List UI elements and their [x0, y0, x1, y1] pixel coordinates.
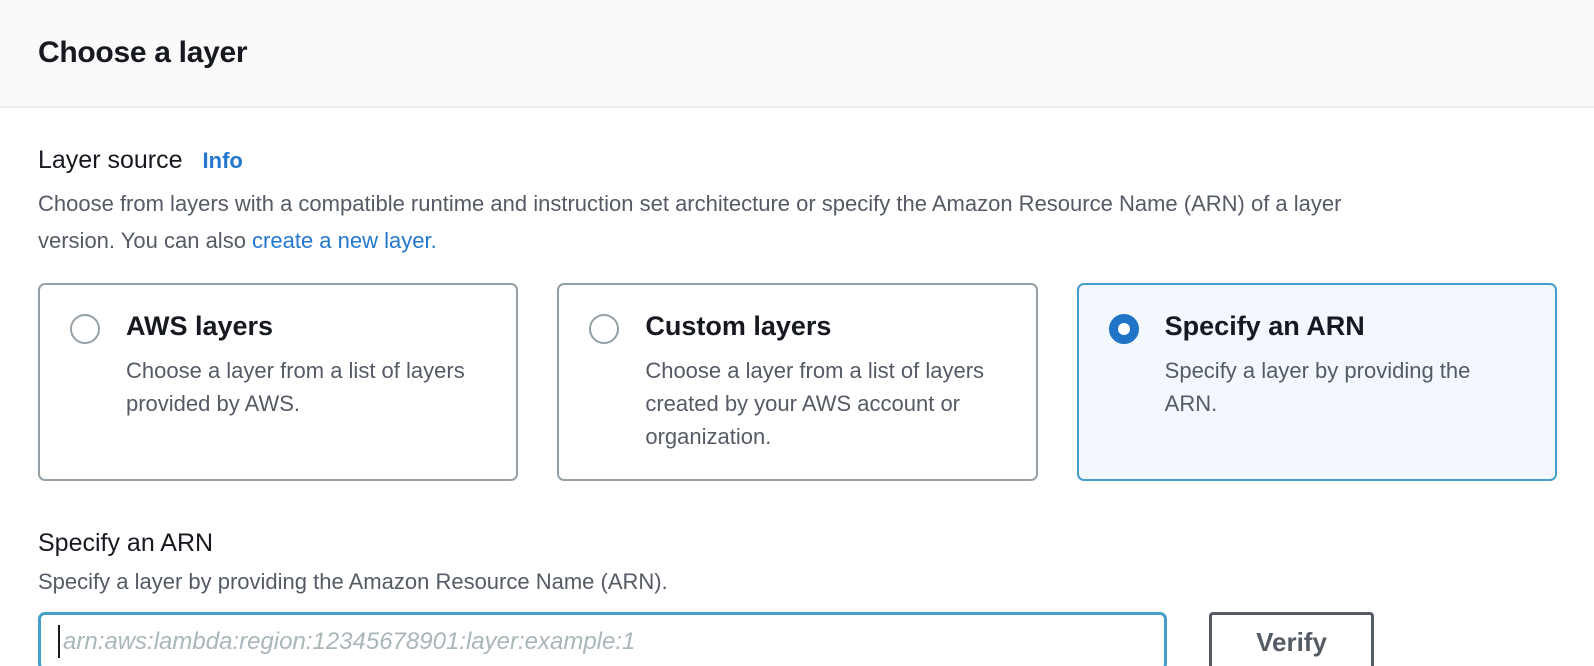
tile-specify-arn-content: Specify an ARN Specify a layer by provid…	[1165, 311, 1510, 420]
tile-specify-arn-description: Specify a layer by providing the ARN.	[1164, 358, 1471, 417]
tile-specify-arn[interactable]: Specify an ARN Specify a layer by provid…	[1076, 283, 1557, 482]
text-caret	[58, 625, 60, 659]
verify-button[interactable]: Verify	[1209, 612, 1374, 666]
layer-source-tiles: AWS layers Choose a layer from a list of…	[38, 283, 1557, 482]
tile-aws-layers-description: Choose a layer from a list of layers pro…	[126, 358, 465, 417]
radio-aws-layers[interactable]	[70, 314, 100, 344]
tile-aws-layers-title: AWS layers	[126, 311, 274, 341]
specify-arn-title: Specify an ARN	[38, 529, 214, 558]
panel-title: Choose a layer	[38, 36, 248, 69]
arn-input-row: Verify	[38, 612, 1557, 666]
layer-source-label-row: Layer source Info	[38, 146, 1557, 175]
radio-custom-layers[interactable]	[589, 314, 620, 344]
tile-aws-layers[interactable]: AWS layers Choose a layer from a list of…	[38, 283, 519, 482]
tile-custom-layers-content: Custom layers Choose a layer from a list…	[645, 311, 990, 453]
tile-specify-arn-title: Specify an ARN	[1164, 311, 1365, 341]
tile-custom-layers[interactable]: Custom layers Choose a layer from a list…	[557, 283, 1038, 482]
layer-source-description-line1: Choose from layers with a compatible run…	[38, 191, 1342, 216]
radio-specify-arn[interactable]	[1108, 314, 1139, 344]
info-link[interactable]: Info	[202, 148, 243, 173]
arn-input[interactable]	[38, 612, 1167, 666]
layer-source-description-line2: version. You can also	[38, 228, 253, 253]
layer-source-description: Choose from layers with a compatible run…	[38, 185, 1557, 259]
tile-custom-layers-description: Choose a layer from a list of layers cre…	[645, 358, 985, 450]
layer-source-label: Layer source	[38, 146, 183, 174]
tile-custom-layers-title: Custom layers	[645, 311, 832, 341]
panel-header: Choose a layer	[0, 0, 1594, 108]
create-new-layer-link[interactable]: create a new layer.	[252, 228, 437, 253]
layer-source-section: Layer source Info Choose from layers wit…	[0, 108, 1594, 666]
specify-arn-description: Specify a layer by providing the Amazon …	[38, 569, 668, 595]
specify-arn-section: Specify an ARN Specify a layer by provid…	[38, 529, 1557, 666]
tile-aws-layers-content: AWS layers Choose a layer from a list of…	[126, 311, 471, 420]
arn-input-wrapper	[38, 612, 1167, 666]
